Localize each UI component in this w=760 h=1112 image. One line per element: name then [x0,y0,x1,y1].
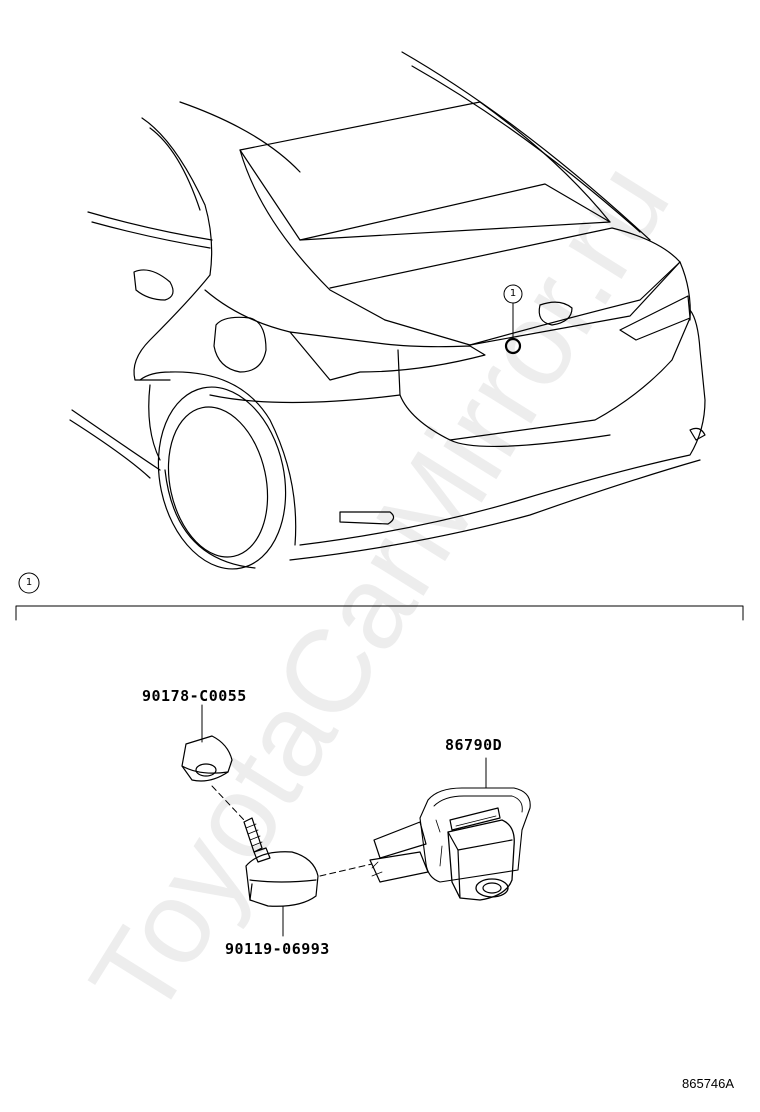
car-rear-illustration [69,51,706,570]
part-label-camera: 86790D [445,736,503,754]
nut-part [181,704,233,782]
camera-location-marker [504,337,522,355]
part-label-nut: 90178-C0055 [142,687,247,705]
car-callout-number: 1 [509,288,517,299]
grommet-bolt-part [243,817,319,937]
section-bracket [15,572,744,621]
part-label-grommet: 90119-06993 [225,940,330,958]
illustration-id: 865746A [682,1076,735,1091]
camera-part [369,757,531,901]
section-callout-number: 1 [25,577,33,588]
